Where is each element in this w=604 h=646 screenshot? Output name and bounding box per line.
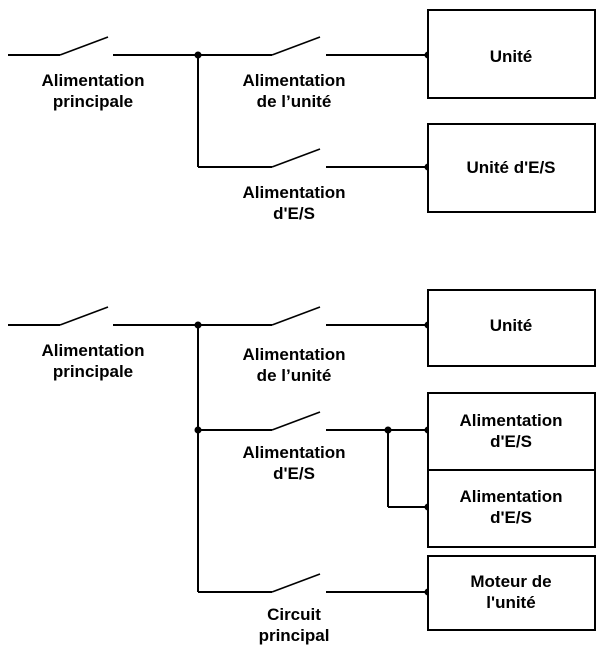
io-unit-box-label: Unité d'E/S	[466, 157, 555, 178]
label-line: Alimentation	[242, 71, 346, 90]
unit-supply-label: Alimentation de l’unité	[243, 344, 346, 386]
label-line: Circuit	[267, 605, 321, 624]
label-line: Unité	[489, 316, 533, 335]
io-supply-label: Alimentation d'E/S	[243, 442, 346, 484]
main-circuit-label: Circuit principal	[259, 604, 330, 646]
label-line: Alimentation	[242, 443, 346, 462]
io-supply-box-2	[427, 469, 596, 548]
unit-box	[427, 289, 596, 367]
io-supply-label: Alimentation d'E/S	[243, 182, 346, 224]
unit-supply-label: Alimentation de l’unité	[243, 70, 346, 112]
label-line: d'E/S	[490, 432, 532, 451]
unit-supply-switch	[271, 36, 321, 56]
label-line: de l’unité	[256, 366, 332, 385]
unit-supply-switch	[271, 306, 321, 326]
label-line: d'E/S	[273, 464, 315, 483]
label-line: Alimentation	[459, 487, 563, 506]
label-line: d'E/S	[490, 508, 532, 527]
label-line: Alimentation	[41, 71, 145, 90]
motor-box	[427, 555, 596, 631]
io-supply-switch	[271, 148, 321, 168]
main-supply-switch	[59, 36, 109, 56]
io-supply-box-1-label: Alimentation d'E/S	[460, 410, 563, 452]
unit-box-label: Unité	[490, 46, 533, 67]
io-supply-box-2-label: Alimentation d'E/S	[460, 486, 563, 528]
io-supply-box-1	[427, 392, 596, 471]
label-line: Unité d'E/S	[466, 158, 556, 177]
label-line: de l’unité	[256, 92, 332, 111]
main-circuit-switch	[271, 573, 321, 593]
label-line: Alimentation	[41, 341, 145, 360]
unit-box-label: Unité	[490, 315, 533, 336]
motor-box-label: Moteur de l'unité	[470, 571, 551, 613]
io-supply-switch	[271, 411, 321, 431]
label-line: Moteur de	[470, 572, 552, 591]
main-supply-label: Alimentation principale	[42, 340, 145, 382]
io-unit-box	[427, 123, 596, 213]
label-line: Alimentation	[459, 411, 563, 430]
label-line: principale	[52, 92, 134, 111]
main-supply-label: Alimentation principale	[42, 70, 145, 112]
bottom-diagram	[8, 289, 596, 631]
label-line: principal	[258, 626, 330, 645]
top-diagram	[8, 9, 596, 213]
label-line: l'unité	[486, 593, 536, 612]
label-line: Unité	[489, 47, 533, 66]
label-line: Alimentation	[242, 345, 346, 364]
label-line: Alimentation	[242, 183, 346, 202]
label-line: d'E/S	[273, 204, 315, 223]
main-supply-switch	[59, 306, 109, 326]
label-line: principale	[52, 362, 134, 381]
unit-box	[427, 9, 596, 99]
